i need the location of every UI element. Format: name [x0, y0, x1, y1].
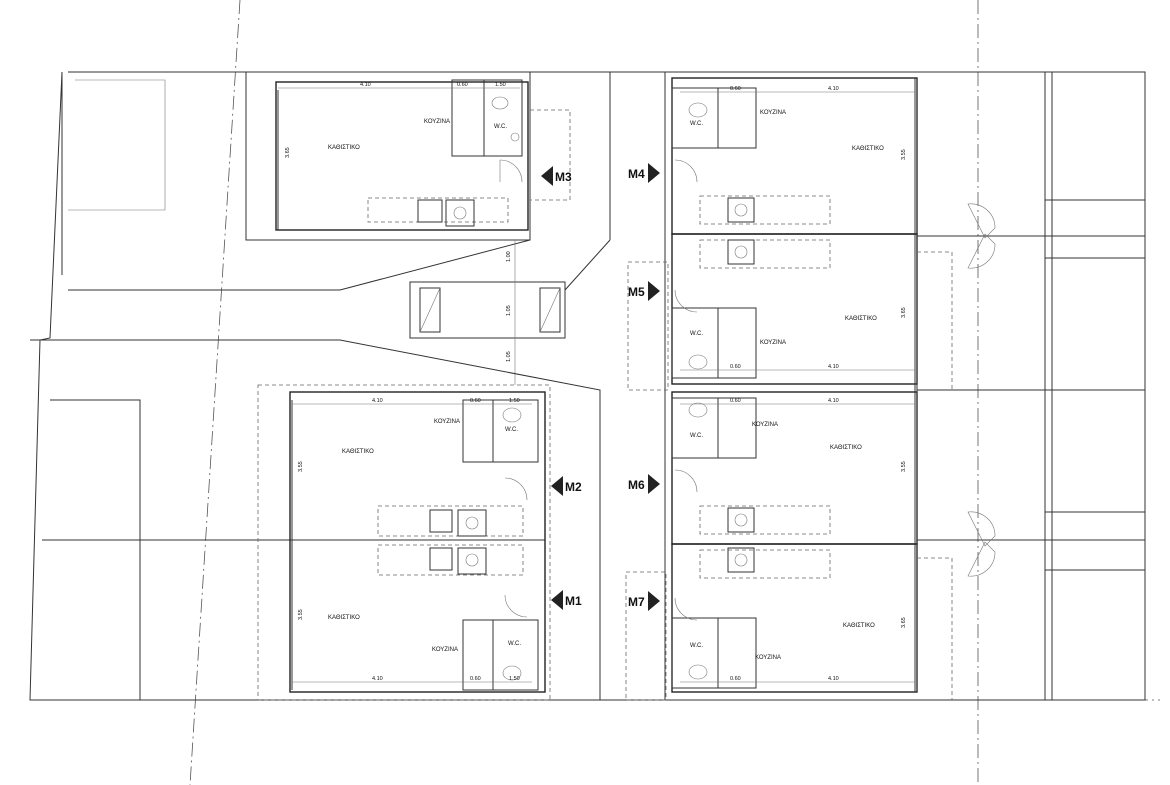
room-wc-m1: W.C.	[508, 641, 521, 647]
unit-label-m3: M3	[555, 170, 572, 184]
dim-355-m1: 3.55	[298, 609, 304, 620]
room-living-m2: ΚΑΘΙΣΤΙΚΟ	[342, 449, 374, 455]
dim-355-m6: 3.55	[901, 461, 907, 472]
room-living-m4: ΚΑΘΙΣΤΙΚΟ	[852, 146, 884, 152]
dim-060-m3: 0.60	[457, 82, 468, 88]
unit-m3-plan	[61, 72, 611, 291]
unit-label-m4: M4	[628, 167, 645, 181]
room-living-m6: ΚΑΘΙΣΤΙΚΟ	[830, 445, 862, 451]
dim-410-m3: 4.10	[360, 82, 371, 88]
dim-410-m1: 4.10	[372, 676, 383, 682]
room-wc-m3: W.C.	[494, 124, 507, 130]
grid-lines	[30, 0, 1160, 785]
units-m1-m2-plan	[30, 339, 601, 701]
room-wc-m7: W.C.	[690, 643, 703, 649]
dim-150-m2: 1.50	[509, 398, 520, 404]
unit-label-m2: M2	[565, 480, 582, 494]
unit-label-m5: M5	[628, 285, 645, 299]
unit-marker-m2: M2	[551, 476, 582, 496]
site-outline	[29, 71, 1146, 701]
dim-060-m5: 0.60	[730, 364, 741, 370]
dim-365-m5: 3.65	[901, 307, 907, 318]
dim-410-m7: 4.10	[828, 676, 839, 682]
dim-100-passage: 1.00	[506, 251, 512, 262]
room-kitchen-m3: ΚΟΥΖΙΝΑ	[424, 119, 450, 125]
unit-label-m1: M1	[565, 594, 582, 608]
unit-marker-m7: M7	[628, 591, 660, 611]
dim-060-m2: 0.60	[470, 398, 481, 404]
room-kitchen-m4: ΚΟΥΖΙΝΑ	[760, 110, 786, 116]
unit-marker-m1: M1	[551, 590, 582, 610]
dim-355-m2: 3.55	[298, 461, 304, 472]
room-living-m5: ΚΑΘΙΣΤΙΚΟ	[845, 316, 877, 322]
room-kitchen-m5: ΚΟΥΖΙΝΑ	[760, 340, 786, 346]
units-m4-m7-plan	[625, 72, 1146, 701]
dim-060-m4: 0.60	[730, 86, 741, 92]
unit-marker-m5: M5	[628, 281, 660, 301]
dim-410-m5: 4.10	[828, 364, 839, 370]
room-wc-m6: W.C.	[690, 433, 703, 439]
dim-060-m6: 0.60	[730, 398, 741, 404]
dim-410-m4: 4.10	[828, 86, 839, 92]
unit-marker-m3: M3	[541, 166, 572, 186]
dim-365-m7: 3.65	[901, 617, 907, 628]
dim-410-m6: 4.10	[828, 398, 839, 404]
unit-label-m6: M6	[628, 478, 645, 492]
room-labels: ΚΑΘΙΣΤΙΚΟ ΚΟΥΖΙΝΑ W.C. ΚΑΘΙΣΤΙΚΟ ΚΟΥΖΙΝΑ…	[328, 110, 884, 661]
unit-label-m7: M7	[628, 595, 645, 609]
dim-060-m7: 0.60	[730, 676, 741, 682]
dimensions: 4.10 0.60 1.50 3.65 1.00 1.05 1.05 4.10 …	[278, 82, 915, 683]
room-kitchen-m1: ΚΟΥΖΙΝΑ	[432, 647, 458, 653]
dim-410-m2: 4.10	[372, 398, 383, 404]
room-wc-m2: W.C.	[505, 427, 518, 433]
dim-355-m4: 3.55	[901, 149, 907, 160]
dim-105-passage-b: 1.05	[506, 351, 512, 362]
unit-marker-m4: M4	[628, 163, 660, 183]
room-living-m3: ΚΑΘΙΣΤΙΚΟ	[328, 145, 360, 151]
room-living-m7: ΚΑΘΙΣΤΙΚΟ	[843, 623, 875, 629]
central-passage	[409, 240, 566, 385]
dim-365-m3: 3.65	[285, 147, 291, 158]
room-kitchen-m7: ΚΟΥΖΙΝΑ	[755, 655, 781, 661]
dim-105-passage-a: 1.05	[506, 305, 512, 316]
unit-marker-m6: M6	[628, 474, 660, 494]
room-living-m1: ΚΑΘΙΣΤΙΚΟ	[328, 615, 360, 621]
dim-150-m3: 1.50	[495, 82, 506, 88]
room-kitchen-m2: ΚΟΥΖΙΝΑ	[434, 419, 460, 425]
room-wc-m4: W.C.	[690, 121, 703, 127]
room-kitchen-m6: ΚΟΥΖΙΝΑ	[752, 422, 778, 428]
room-wc-m5: W.C.	[690, 331, 703, 337]
dim-150-m1: 1.50	[509, 676, 520, 682]
dim-060-m1: 0.60	[470, 676, 481, 682]
